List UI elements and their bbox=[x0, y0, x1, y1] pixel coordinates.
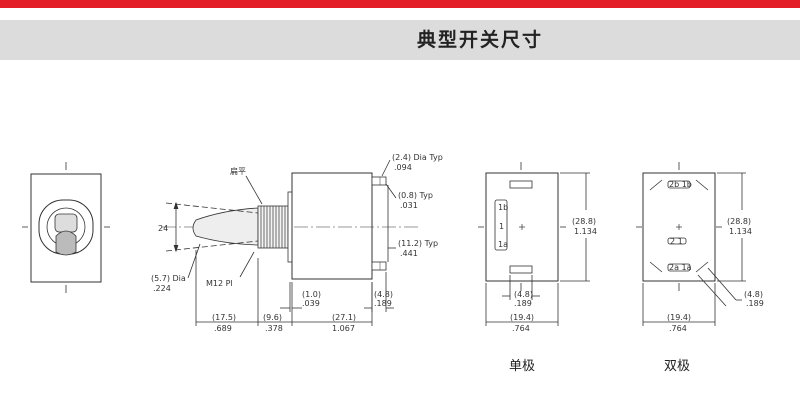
double-pole-view bbox=[636, 162, 746, 326]
front-view bbox=[22, 162, 110, 293]
lever-length-label: (17.5) bbox=[212, 313, 236, 322]
flat-label: 扁平 bbox=[230, 166, 246, 176]
double-pole-caption: 双极 bbox=[664, 359, 690, 374]
single-pole-caption: 单极 bbox=[509, 359, 535, 374]
body-length-label: (27.1) bbox=[332, 313, 356, 322]
dp-width-label: (19.4) bbox=[667, 313, 691, 322]
single-pole-labels: 1b 1 1a (28.8) 1.134 (4.8) .189 (19.4) .… bbox=[498, 203, 597, 374]
sp-pin-mid: 1 bbox=[499, 222, 504, 231]
single-pole-view bbox=[478, 162, 590, 326]
dp-pin-bot: 2a 1a bbox=[669, 263, 692, 272]
flange-inch: .039 bbox=[302, 299, 320, 308]
lever-dia-label: (5.7) Dia bbox=[151, 274, 186, 283]
terminal-len-inch: .441 bbox=[400, 249, 418, 258]
terminal-width-inch: .189 bbox=[374, 299, 392, 308]
sp-width-inch: .764 bbox=[512, 324, 530, 333]
angle-label: 24 bbox=[158, 224, 168, 233]
section-title: 典型开关尺寸 bbox=[416, 29, 543, 51]
dp-height-label: (28.8) bbox=[727, 217, 751, 226]
top-accent-bar bbox=[0, 0, 800, 8]
dp-width-inch: .764 bbox=[669, 324, 687, 333]
terminal-dia-inch: .094 bbox=[394, 163, 412, 172]
terminal-len-label: (11.2) Typ bbox=[398, 239, 438, 248]
dp-height-inch: 1.134 bbox=[729, 227, 752, 236]
section-header: 典型开关尺寸 bbox=[0, 20, 800, 60]
lever-dia-inch: .224 bbox=[153, 284, 171, 293]
dp-terminal-inch: .189 bbox=[746, 299, 764, 308]
sp-height-label: (28.8) bbox=[572, 217, 596, 226]
dp-pin-top: 2b 1b bbox=[669, 180, 692, 189]
terminal-width-label: (4.8) bbox=[374, 290, 393, 299]
dp-pin-mid: 2 1 bbox=[670, 237, 683, 246]
thread-label: M12 Pl bbox=[206, 279, 233, 288]
terminal-thk-label: (0.8) Typ bbox=[398, 191, 433, 200]
sp-terminal-label: (4.8) bbox=[514, 290, 533, 299]
sp-width-label: (19.4) bbox=[510, 313, 534, 322]
terminal-thk-inch: .031 bbox=[400, 201, 418, 210]
terminal-dia-label: (2.4) Dia Typ bbox=[392, 153, 443, 162]
body-length-inch: 1.067 bbox=[332, 324, 355, 333]
bushing-length-label: (9.6) bbox=[263, 313, 282, 322]
sp-terminal-inch: .189 bbox=[514, 299, 532, 308]
flange-label: (1.0) bbox=[302, 290, 321, 299]
sp-pin-top: 1b bbox=[498, 203, 508, 212]
side-view-labels: 扁平 24 M12 Pl (5.7) Dia .224 (2.4) Dia Ty… bbox=[151, 153, 443, 333]
double-pole-labels: 2b 1b 2 1 2a 1a (28.8) 1.134 (4.8) .189 … bbox=[664, 180, 764, 374]
lever-length-inch: .689 bbox=[214, 324, 232, 333]
bushing-length-inch: .378 bbox=[265, 324, 283, 333]
dp-terminal-label: (4.8) bbox=[744, 290, 763, 299]
sp-height-inch: 1.134 bbox=[574, 227, 597, 236]
side-view bbox=[162, 159, 418, 326]
sp-pin-bot: 1a bbox=[498, 240, 508, 249]
